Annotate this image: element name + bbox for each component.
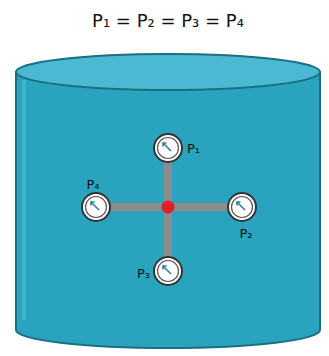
center-point [162, 201, 175, 214]
tank-body [16, 72, 320, 348]
pressure-gauge [228, 193, 256, 221]
gauge-label: P₃ [137, 266, 150, 281]
diagram-title: P₁ = P₂ = P₃ = P₄ [92, 10, 244, 31]
pressure-gauge [82, 193, 110, 221]
tank-top [16, 54, 320, 90]
gauge-label: P₂ [239, 226, 252, 241]
pressure-gauge [154, 257, 182, 285]
pressure-gauge [154, 134, 182, 162]
gauge-label: P₁ [187, 141, 200, 156]
gauge-label: P₄ [86, 177, 99, 192]
